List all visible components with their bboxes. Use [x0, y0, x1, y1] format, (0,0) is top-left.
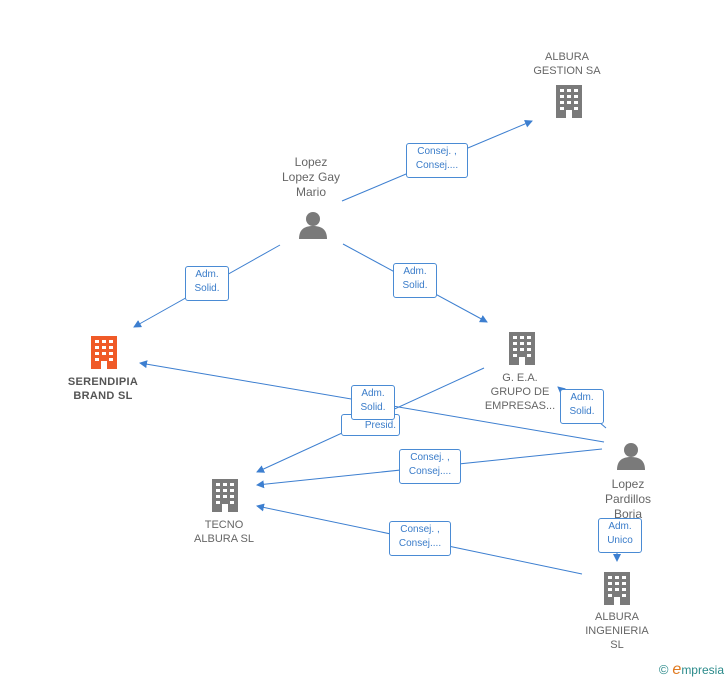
relation-text: Solid.	[569, 406, 595, 417]
node-label-line: Lopez	[611, 477, 645, 491]
node-label-line: Lopez	[294, 155, 328, 169]
building-icon[interactable]	[554, 84, 584, 118]
relation-label-mario-albura-gestion[interactable]: Consej. , Consej....	[406, 143, 468, 178]
node-label-line: SERENDIPIA	[67, 376, 139, 388]
node-label-tecno[interactable]: TECNO ALBURA SL	[178, 518, 270, 546]
relation-text: Consej. ,	[417, 146, 457, 157]
node-label-line: ALBURA	[544, 51, 590, 63]
relation-text: Solid.	[360, 402, 386, 413]
relation-text: Adm.	[361, 388, 385, 399]
relation-label-borja-tecno[interactable]: Consej. , Consej....	[399, 449, 461, 484]
node-label-gea[interactable]: G. E.A. GRUPO DE EMPRESAS...	[474, 371, 566, 413]
building-icon[interactable]	[507, 331, 537, 365]
node-label-line: GRUPO DE	[490, 386, 550, 398]
node-label-serendipia[interactable]: SERENDIPIA BRAND SL	[52, 375, 154, 403]
node-label-line: Borja	[613, 507, 642, 521]
relation-text: Presid.	[364, 420, 396, 431]
relation-label-borja-ingenieria[interactable]: Adm. Unico	[598, 518, 642, 553]
node-label-line: SL	[610, 639, 624, 651]
node-label-line: Mario	[295, 185, 326, 199]
node-label-line: TECNO	[204, 519, 244, 531]
relation-text: Adm.	[195, 269, 219, 280]
node-label-albura-ingenieria[interactable]: ALBURA INGENIERIA SL	[572, 610, 662, 652]
relation-text: Solid.	[402, 280, 428, 291]
relation-label-mario-gea[interactable]: Adm. Solid.	[393, 263, 437, 298]
node-label-line: ALBURA	[594, 611, 640, 623]
relation-text: Solid.	[194, 283, 220, 294]
node-label-line: INGENIERIA	[585, 625, 649, 637]
relation-text: Consej....	[408, 466, 452, 477]
node-label-line: GESTION SA	[533, 65, 601, 77]
node-label-line: ALBURA SL	[194, 533, 254, 545]
node-label-line: G. E.A.	[502, 372, 538, 384]
relation-text: Unico	[607, 535, 633, 546]
building-icon-main[interactable]	[89, 335, 119, 369]
node-label-albura-gestion[interactable]: ALBURA GESTION SA	[521, 50, 613, 78]
relation-text: Consej. ,	[400, 524, 440, 535]
node-label-lopez-mario[interactable]: Lopez Lopez Gay Mario	[266, 155, 356, 200]
brand-name: mpresia	[681, 663, 724, 677]
relation-label-mario-serendipia[interactable]: Adm. Solid.	[185, 266, 229, 301]
relation-text: Adm.	[608, 521, 632, 532]
relation-label-ingenieria-tecno[interactable]: Consej. , Consej....	[389, 521, 451, 556]
building-icon[interactable]	[602, 571, 632, 605]
relation-label-borja-serendipia[interactable]: Adm. Solid.	[351, 385, 395, 420]
relation-label-borja-gea[interactable]: Adm. Solid.	[560, 389, 604, 424]
node-label-line: Pardillos	[604, 492, 652, 506]
building-icon[interactable]	[210, 478, 240, 512]
node-label-line: EMPRESAS...	[484, 400, 556, 412]
relation-text: Consej....	[398, 538, 442, 549]
relation-text: Adm.	[570, 392, 594, 403]
relation-text: Consej. ,	[410, 452, 450, 463]
person-icon[interactable]	[298, 210, 328, 240]
node-label-lopez-borja[interactable]: Lopez Pardillos Borja	[588, 477, 668, 522]
brand-footer: ©empresia	[659, 661, 724, 679]
person-icon[interactable]	[616, 441, 646, 471]
node-label-line: BRAND SL	[73, 390, 133, 402]
node-label-line: Lopez Gay	[281, 170, 341, 184]
relation-text: Consej....	[415, 160, 459, 171]
brand-logo-e: e	[672, 661, 682, 678]
copyright-icon: ©	[658, 662, 669, 677]
relation-text: Adm.	[403, 266, 427, 277]
